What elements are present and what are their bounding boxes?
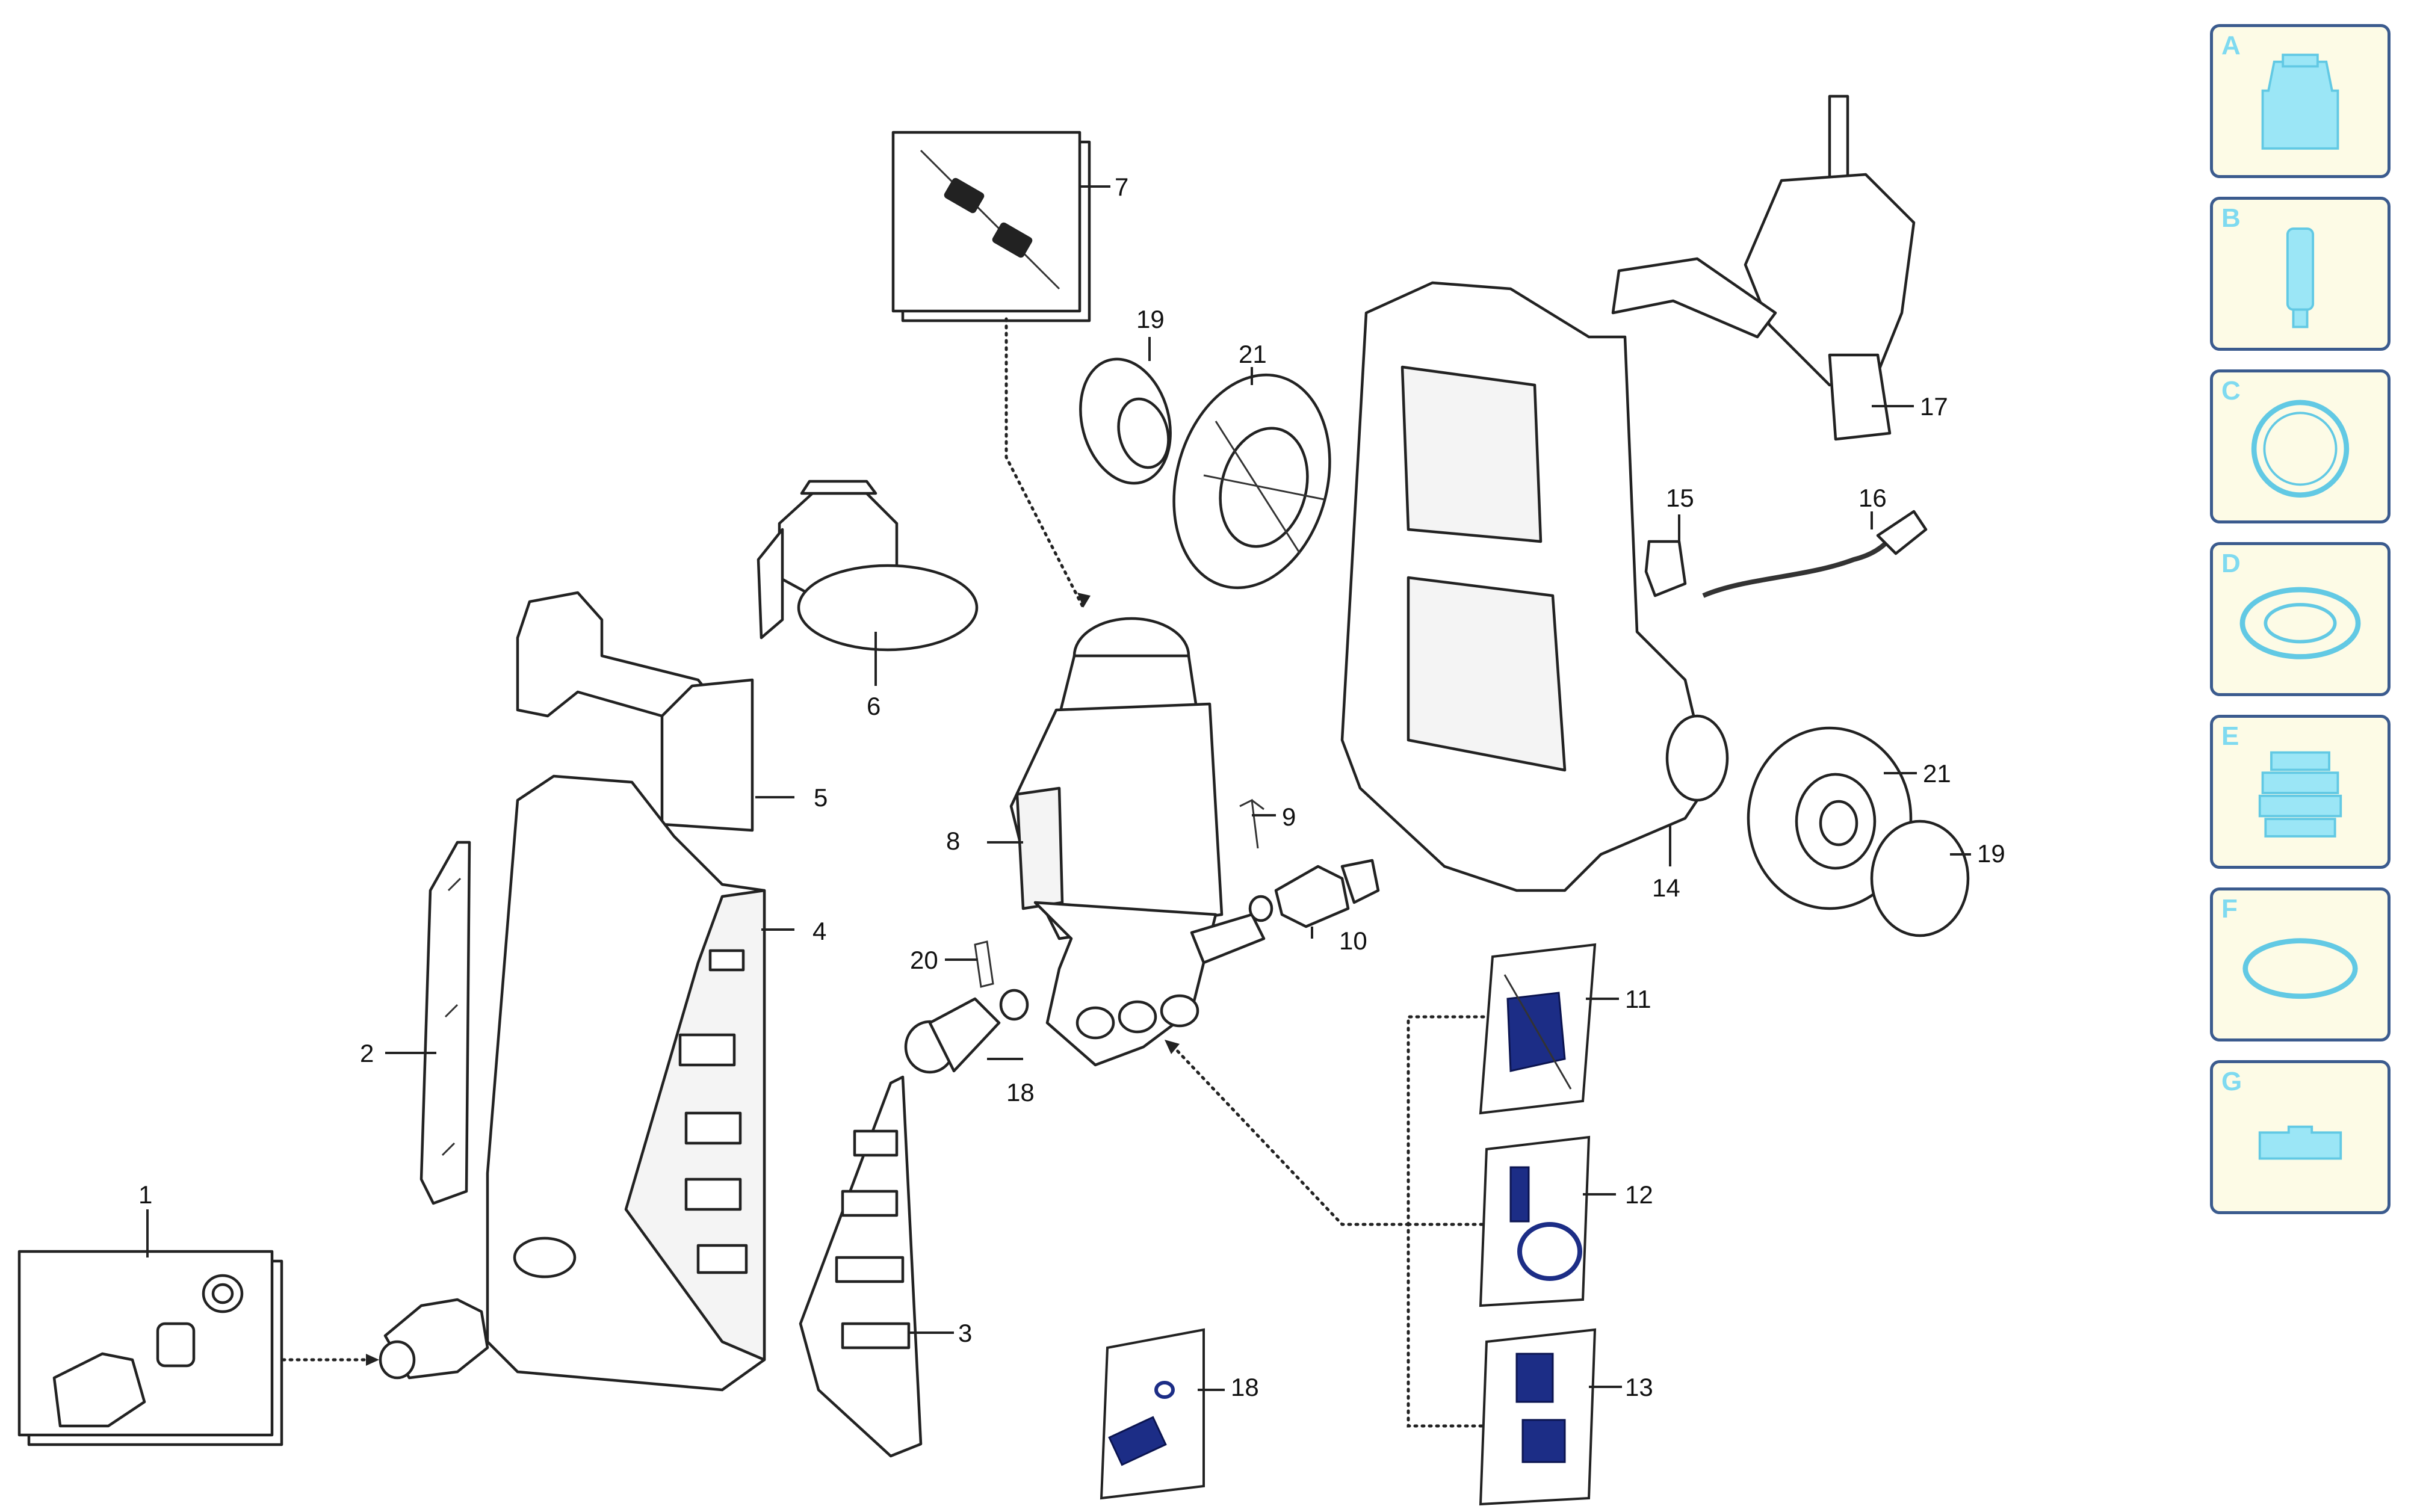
callout-labels: 1 2 3 4 5 6 7 8 9 10 11 12 13 14 15 16 1… bbox=[138, 173, 2005, 1401]
callout-16: 16 bbox=[1858, 484, 1887, 512]
o-ring-icon bbox=[2242, 938, 2358, 999]
callout-19-top: 19 bbox=[1136, 305, 1165, 333]
legend-letter-a: A bbox=[2221, 31, 2241, 60]
legend-letter-d: D bbox=[2221, 549, 2241, 578]
valve-cap-icon bbox=[2261, 54, 2339, 150]
part-9-retaining-clip[interactable] bbox=[1239, 798, 1264, 849]
legend-letter-b: B bbox=[2221, 203, 2241, 233]
callout-3: 3 bbox=[958, 1319, 972, 1347]
callout-7: 7 bbox=[1115, 173, 1128, 201]
legend-item-d[interactable]: D bbox=[2210, 542, 2391, 696]
legend-item-g[interactable]: G bbox=[2210, 1060, 2391, 1214]
legend-letter-c: C bbox=[2221, 376, 2241, 406]
piston-icon bbox=[2286, 227, 2315, 329]
part-15-switch[interactable] bbox=[1644, 540, 1687, 597]
spacer-block-icon bbox=[2258, 1125, 2342, 1160]
callout-9: 9 bbox=[1282, 803, 1296, 831]
callout-18-kit: 18 bbox=[1231, 1373, 1259, 1401]
callout-12: 12 bbox=[1625, 1180, 1653, 1209]
part-19-fan-cover[interactable] bbox=[1067, 349, 1183, 493]
inlet-coupling-fitted[interactable] bbox=[379, 1298, 489, 1380]
callout-21-lower: 21 bbox=[1923, 759, 1951, 788]
callout-21-top: 21 bbox=[1239, 340, 1267, 368]
callout-8: 8 bbox=[946, 827, 960, 855]
part-17-hose-bracket[interactable] bbox=[1611, 94, 1916, 441]
part-1-inlet-coupling-kit[interactable] bbox=[17, 1250, 283, 1446]
part-14-chassis-frame[interactable] bbox=[1340, 281, 1729, 892]
callout-20: 20 bbox=[910, 946, 938, 974]
callout-18-inlet: 18 bbox=[1006, 1078, 1035, 1106]
legend-item-f[interactable]: F bbox=[2210, 887, 2391, 1041]
part-21-fan-wheel[interactable] bbox=[1151, 357, 1353, 605]
legend-letter-g: G bbox=[2221, 1067, 2242, 1096]
legend-item-c[interactable]: C bbox=[2210, 369, 2391, 523]
part-3-side-grille[interactable] bbox=[799, 1075, 923, 1458]
callout-14: 14 bbox=[1652, 874, 1680, 902]
part-6-cap[interactable] bbox=[757, 480, 979, 652]
gasket-ring-icon bbox=[2251, 400, 2350, 498]
callout-1: 1 bbox=[138, 1180, 152, 1209]
part-7-carbon-brush-set[interactable] bbox=[891, 131, 1091, 322]
callout-11: 11 bbox=[1625, 985, 1651, 1013]
kit-12-seal-kit[interactable] bbox=[1479, 1135, 1591, 1307]
callout-4: 4 bbox=[812, 917, 826, 945]
callout-17: 17 bbox=[1920, 392, 1948, 421]
callout-13: 13 bbox=[1625, 1373, 1653, 1401]
callout-2: 2 bbox=[360, 1039, 374, 1067]
callout-5: 5 bbox=[814, 783, 828, 812]
legend-item-a[interactable]: A bbox=[2210, 24, 2391, 178]
legend-letter-f: F bbox=[2221, 894, 2238, 924]
legend-item-e[interactable]: E bbox=[2210, 715, 2391, 869]
part-4-front-housing[interactable] bbox=[486, 774, 766, 1392]
part-20-retaining-clip[interactable] bbox=[974, 940, 994, 988]
part-2-side-cover-strip[interactable] bbox=[419, 841, 471, 1205]
callout-15: 15 bbox=[1666, 484, 1694, 512]
legend-item-b[interactable]: B bbox=[2210, 197, 2391, 351]
kit-11-pump-valve-kit[interactable] bbox=[1479, 943, 1597, 1115]
kit-18-inlet-seal-kit[interactable] bbox=[1100, 1328, 1205, 1500]
part-5-handle[interactable] bbox=[516, 591, 754, 832]
callout-19-lower: 19 bbox=[1977, 839, 2005, 868]
part-21-wheel[interactable] bbox=[1747, 726, 1913, 910]
bellows-seal-icon bbox=[2258, 751, 2342, 838]
part-8-motor-pump-unit[interactable] bbox=[1009, 617, 1266, 1067]
kit-13-valve-kit[interactable] bbox=[1479, 1328, 1597, 1506]
legend-letter-e: E bbox=[2221, 721, 2239, 751]
callout-6: 6 bbox=[867, 692, 880, 720]
part-10-outlet-fitting[interactable] bbox=[1248, 859, 1380, 928]
part-16-power-cord[interactable] bbox=[1702, 510, 1928, 598]
part-19-hub-cap[interactable] bbox=[1870, 819, 1970, 937]
callout-10: 10 bbox=[1339, 927, 1367, 955]
seal-ring-icon bbox=[2239, 587, 2361, 659]
part-18-inlet-fitting[interactable] bbox=[904, 989, 1029, 1074]
